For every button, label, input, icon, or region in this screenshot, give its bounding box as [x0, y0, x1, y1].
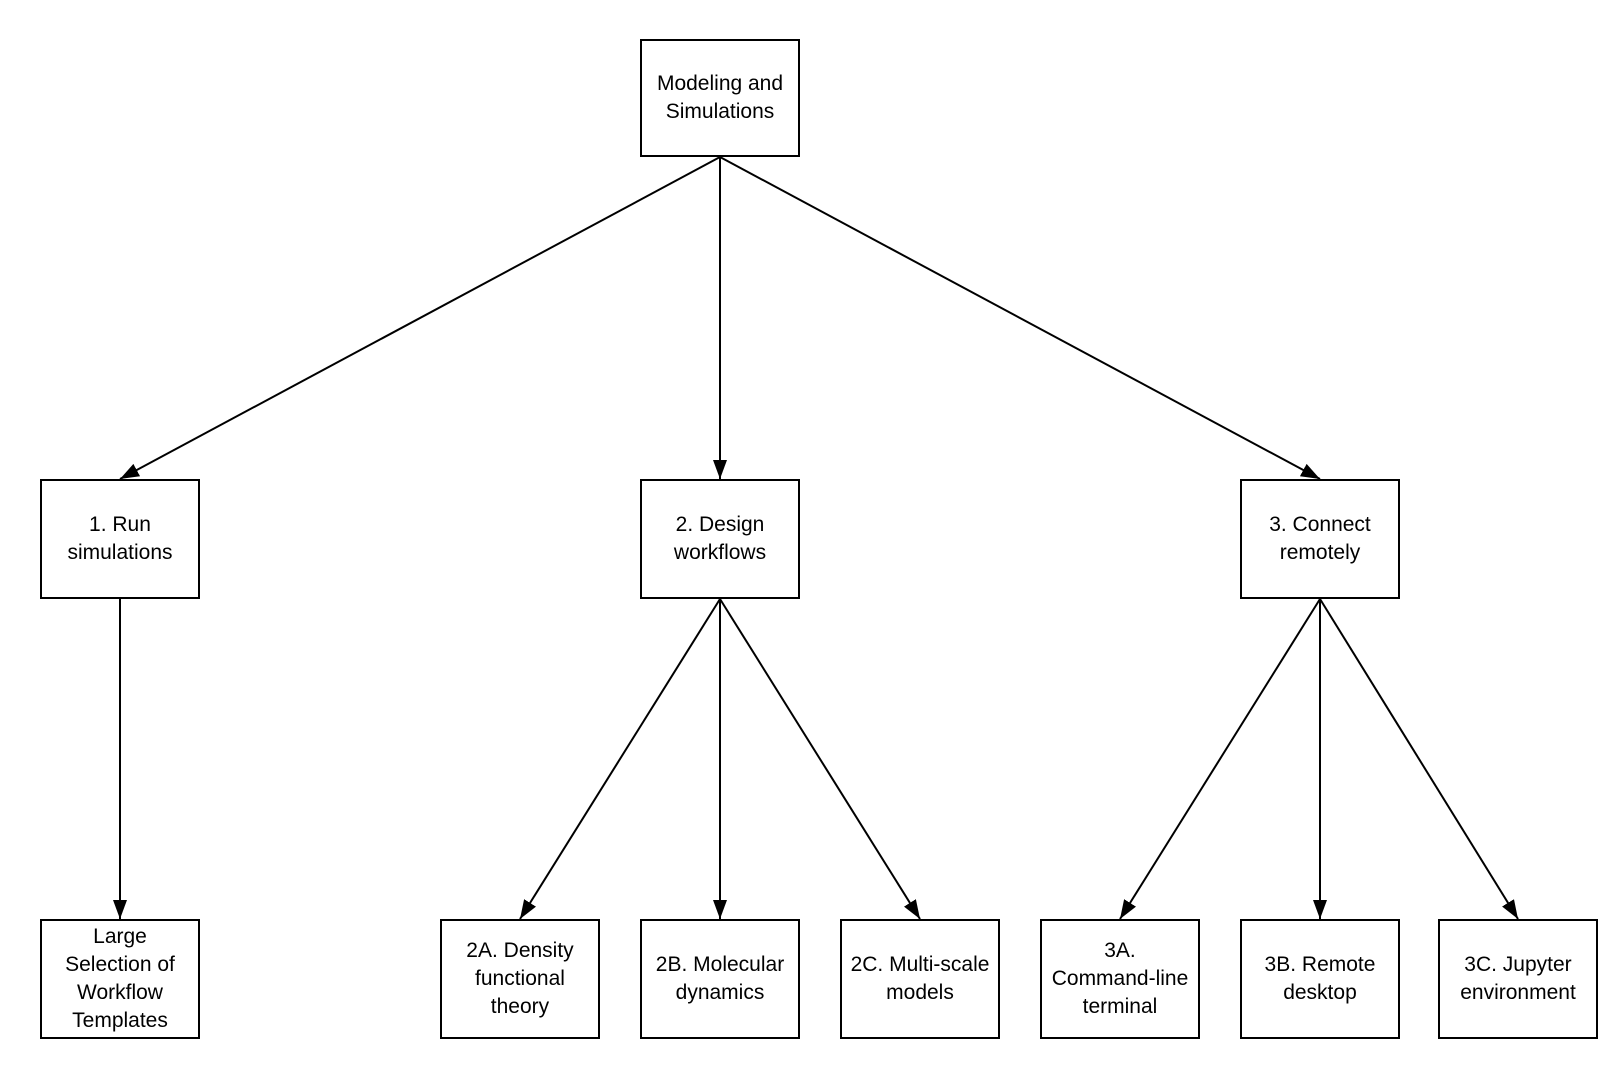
node-label-molecular-dynamics: 2B. Molecular dynamics [655, 953, 785, 1004]
node-density-functional-theory: 2A. Density functional theory [440, 919, 600, 1039]
node-label-jupyter-environment: 3C. Jupyter environment [1460, 953, 1576, 1004]
node-label-modeling-and-simulations: Modeling and Simulations [656, 72, 784, 123]
edge-connect-remotely-to-jupyter-environment [1319, 598, 1519, 920]
node-label-workflow-templates: Large Selection of Workflow Templates [65, 925, 175, 1032]
node-remote-desktop: 3B. Remote desktop [1240, 919, 1400, 1039]
node-label-command-line-terminal: 3A. Command-line terminal [1051, 939, 1189, 1018]
edge-design-workflows-to-density-functional-theory [519, 598, 721, 920]
node-label-remote-desktop: 3B. Remote desktop [1264, 953, 1376, 1004]
edge-modeling-and-simulations-to-run-simulations [119, 156, 721, 480]
node-modeling-and-simulations: Modeling and Simulations [640, 39, 800, 157]
node-jupyter-environment: 3C. Jupyter environment [1438, 919, 1598, 1039]
node-design-workflows: 2. Design workflows [640, 479, 800, 599]
edge-connect-remotely-to-command-line-terminal [1119, 598, 1321, 920]
node-label-connect-remotely: 3. Connect remotely [1269, 513, 1371, 564]
node-molecular-dynamics: 2B. Molecular dynamics [640, 919, 800, 1039]
node-workflow-templates: Large Selection of Workflow Templates [40, 919, 200, 1039]
edge-design-workflows-to-multi-scale-models [719, 598, 921, 920]
node-run-simulations: 1. Run simulations [40, 479, 200, 599]
edge-modeling-and-simulations-to-connect-remotely [719, 156, 1321, 480]
node-connect-remotely: 3. Connect remotely [1240, 479, 1400, 599]
node-command-line-terminal: 3A. Command-line terminal [1040, 919, 1200, 1039]
node-label-design-workflows: 2. Design workflows [673, 513, 767, 564]
node-label-run-simulations: 1. Run simulations [67, 513, 173, 564]
node-label-density-functional-theory: 2A. Density functional theory [466, 939, 574, 1018]
node-label-multi-scale-models: 2C. Multi-scale models [850, 953, 990, 1004]
node-multi-scale-models: 2C. Multi-scale models [840, 919, 1000, 1039]
